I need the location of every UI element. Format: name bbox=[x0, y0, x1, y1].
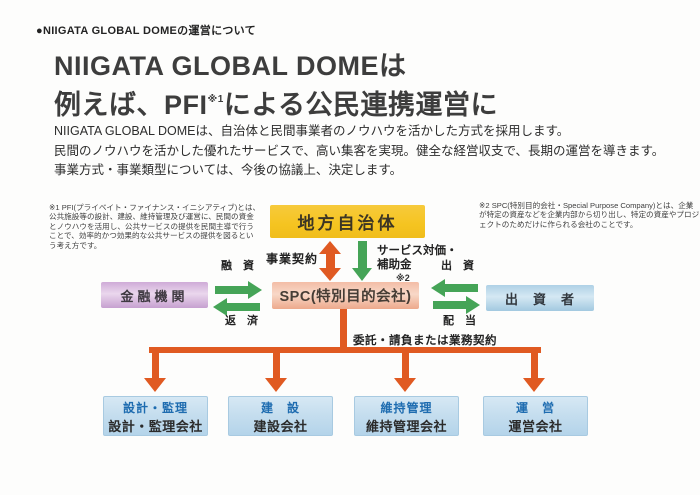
intro-paragraph: NIIGATA GLOBAL DOMEは、自治体と民間事業者のノウハウを活かした… bbox=[54, 122, 664, 181]
page-title-line1: NIIGATA GLOBAL DOMEは bbox=[54, 51, 407, 81]
investor-box: 出 資 者 bbox=[486, 285, 594, 311]
branch-arrowhead-maintenance bbox=[394, 378, 416, 392]
branch-arrowhead-design bbox=[144, 378, 166, 392]
repayment-arrow bbox=[213, 298, 260, 316]
footnote-ref-1: ※1 bbox=[207, 94, 224, 105]
loan-label: 融 資 bbox=[221, 260, 254, 272]
branch-stem-design bbox=[152, 353, 159, 378]
company-box-operation: 運 営 運営会社 bbox=[483, 396, 588, 436]
intro-line: 事業方式・事業類型については、今後の協議上、決定します。 bbox=[54, 163, 403, 177]
company-box-maintenance: 維持管理 維持管理会社 bbox=[354, 396, 459, 436]
company-name: 設計・監理会社 bbox=[108, 419, 203, 434]
footnote-spc: ※2 SPC(特別目的会社・Special Purpose Company)とは… bbox=[479, 201, 700, 229]
company-name: 維持管理会社 bbox=[365, 419, 447, 434]
service-payment-arrow bbox=[352, 241, 372, 281]
service-payment-label: サービス対価・ 補助金 bbox=[377, 245, 458, 271]
arrow-left-head bbox=[213, 298, 227, 316]
footnote-ref-2: ※2 bbox=[396, 273, 410, 283]
branch-stem-maintenance bbox=[402, 353, 409, 378]
section-header: ●NIIGATA GLOBAL DOMEの運営について bbox=[36, 25, 256, 37]
company-name: 運営会社 bbox=[508, 419, 563, 434]
branch-stem-operation bbox=[531, 353, 538, 378]
company-role: 運 営 bbox=[515, 401, 555, 415]
investment-label: 出 資 bbox=[441, 260, 474, 272]
business-contract-arrow bbox=[319, 241, 341, 281]
page-title: NIIGATA GLOBAL DOMEは 例えば、PFI※1による公民連携運営に bbox=[54, 48, 498, 123]
arrow-down-head bbox=[319, 268, 341, 281]
investment-arrow bbox=[431, 279, 478, 297]
repayment-label: 返 済 bbox=[225, 315, 258, 327]
outsourcing-label: 委託・請負または業務契約 bbox=[353, 335, 497, 347]
company-box-construction: 建 設 建設会社 bbox=[228, 396, 333, 436]
bank-box: 金融機関 bbox=[101, 282, 208, 308]
government-box: 地方自治体 bbox=[270, 205, 425, 238]
branch-arrowhead-operation bbox=[523, 378, 545, 392]
arrow-right-head bbox=[466, 296, 480, 314]
arrow-up-head bbox=[319, 241, 341, 254]
dividend-label: 配 当 bbox=[443, 315, 476, 327]
page-title-line2: 例えば、PFI※1による公民連携運営に bbox=[54, 90, 499, 120]
company-role: 設計・監理 bbox=[122, 401, 188, 415]
business-contract-label: 事業契約 bbox=[266, 252, 319, 266]
branch-arrowhead-construction bbox=[265, 378, 287, 392]
arrow-left-head bbox=[431, 279, 445, 297]
company-role: 建 設 bbox=[260, 401, 300, 415]
footnote-pfi: ※1 PFI(プライベイト・ファイナンス・イニシアティブ)とは、公共施設等の設計… bbox=[49, 203, 261, 250]
spc-box: SPC(特別目的会社) bbox=[272, 282, 419, 309]
arrow-down-head bbox=[352, 268, 372, 281]
dividend-arrow bbox=[433, 296, 480, 314]
intro-line: 民間のノウハウを活かした優れたサービスで、高い集客を実現。健全な経営収支で、長期… bbox=[54, 143, 665, 158]
branch-horizontal-line bbox=[149, 347, 541, 353]
arrow-right-head bbox=[248, 281, 262, 299]
intro-line: NIIGATA GLOBAL DOMEは、自治体と民間事業者のノウハウを活かした… bbox=[54, 124, 570, 138]
loan-arrow bbox=[215, 281, 262, 299]
company-box-design: 設計・監理 設計・監理会社 bbox=[103, 396, 208, 436]
spc-branch-stem bbox=[340, 309, 347, 350]
company-name: 建設会社 bbox=[253, 419, 308, 434]
company-role: 維持管理 bbox=[380, 401, 433, 415]
branch-stem-construction bbox=[273, 353, 280, 378]
